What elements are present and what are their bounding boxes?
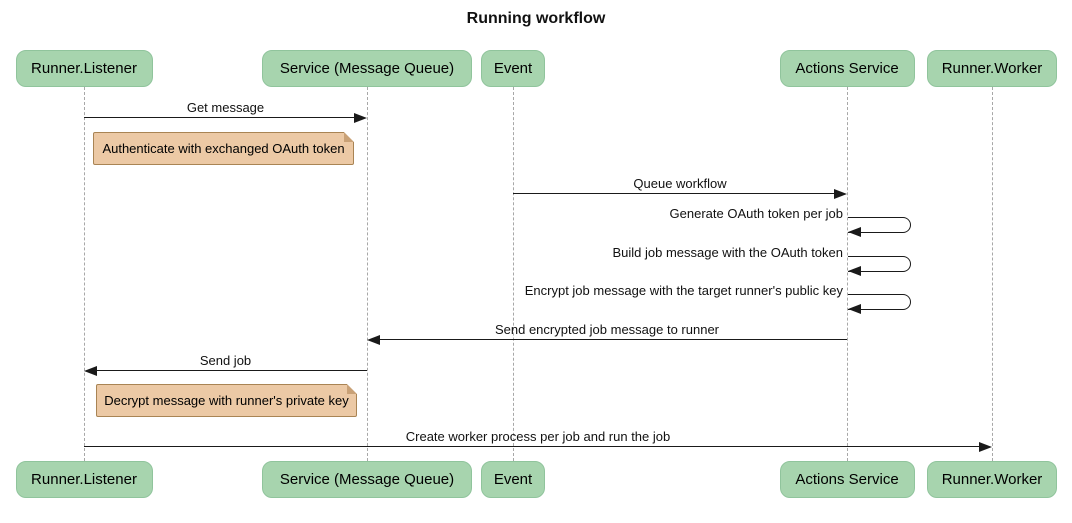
actor-service-message-queue-top: Service (Message Queue) (262, 50, 472, 87)
actor-service-message-queue-bottom: Service (Message Queue) (262, 461, 472, 498)
message-label: Queue workflow (633, 176, 727, 191)
actor-runner-listener-top: Runner.Listener (15, 50, 153, 87)
message-label: Build job message with the OAuth token (612, 245, 843, 260)
message-label: Create worker process per job and run th… (405, 429, 671, 444)
arrowhead-icon (979, 442, 992, 452)
arrowhead-icon (848, 266, 861, 276)
actor-actions-service-bottom: Actions Service (779, 461, 915, 498)
self-message-loop (848, 294, 911, 310)
diagram-title: Running workflow (466, 10, 606, 27)
lifeline-runner-worker (992, 87, 993, 461)
note-fold-corner-icon (347, 384, 357, 394)
actor-runner-worker-bottom: Runner.Worker (927, 461, 1057, 498)
message-label: Get message (186, 100, 265, 115)
actor-event-top: Event (481, 50, 545, 87)
message-label: Generate OAuth token per job (669, 206, 843, 221)
lifeline-actions-service (847, 87, 848, 461)
note: Decrypt message with runner's private ke… (96, 384, 357, 417)
arrowhead-icon (354, 113, 367, 123)
actor-event-bottom: Event (481, 461, 545, 498)
message-label: Send encrypted job message to runner (494, 322, 720, 337)
actor-runner-worker-top: Runner.Worker (927, 50, 1057, 87)
actor-runner-listener-bottom: Runner.Listener (15, 461, 153, 498)
actor-actions-service-top: Actions Service (779, 50, 915, 87)
arrowhead-icon (848, 304, 861, 314)
lifeline-service-message-queue (367, 87, 368, 461)
lifeline-runner-listener (84, 87, 85, 461)
message-line-9 (84, 446, 981, 447)
message-line-6 (378, 339, 847, 340)
note-fold-corner-icon (344, 132, 354, 142)
self-message-loop (848, 217, 911, 233)
message-line-0 (84, 117, 356, 118)
arrowhead-icon (84, 366, 97, 376)
lifeline-event (513, 87, 514, 461)
message-line-7 (95, 370, 367, 371)
message-line-2 (513, 193, 836, 194)
self-message-loop (848, 256, 911, 272)
arrowhead-icon (848, 227, 861, 237)
note: Authenticate with exchanged OAuth token (93, 132, 354, 165)
arrowhead-icon (367, 335, 380, 345)
message-label: Send job (199, 353, 252, 368)
message-label: Encrypt job message with the target runn… (524, 283, 843, 298)
arrowhead-icon (834, 189, 847, 199)
